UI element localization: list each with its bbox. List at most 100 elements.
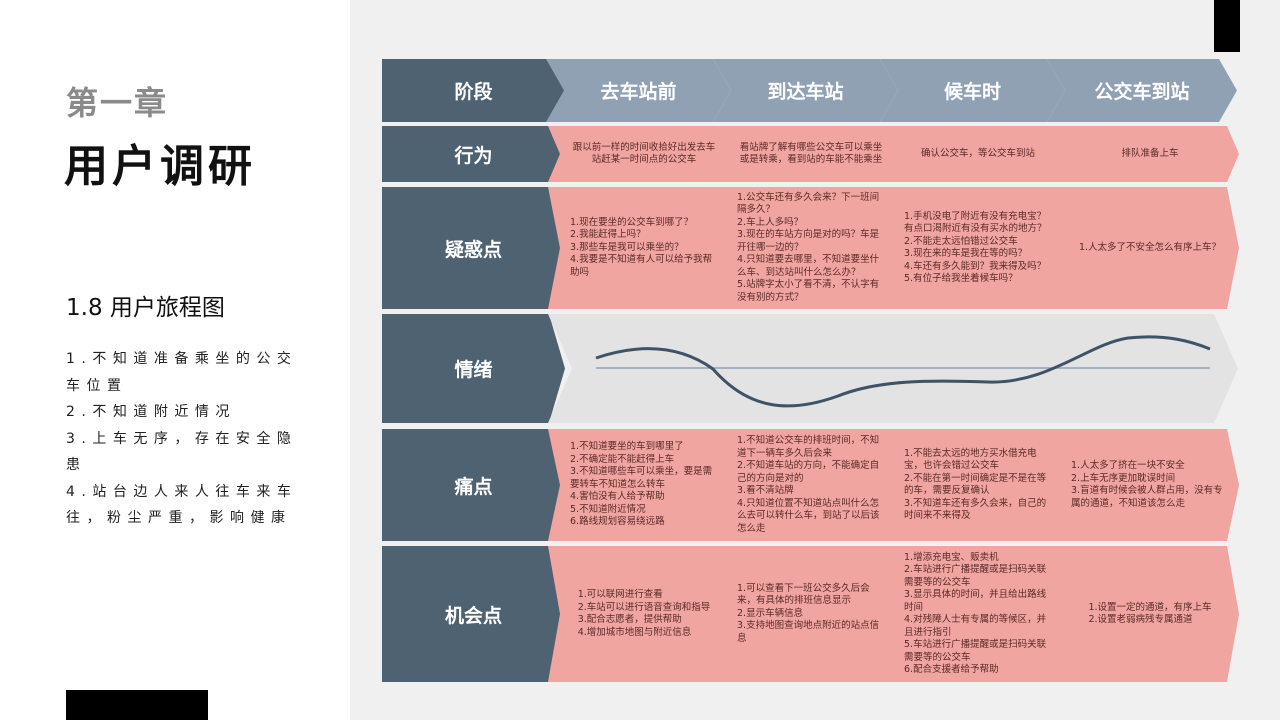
cell-item: 3.不知道哪些车可以乘坐，要是需要转车不知道怎么转车 [570, 466, 713, 490]
cell-item: 1.手机没电了附近有没有充电宝？有点口渴附近有没有买水的地方？ [904, 210, 1047, 234]
cell-item: 1.增添充电宝、贩卖机 [904, 551, 999, 563]
row-label: 疑惑点 [382, 187, 565, 309]
emotion-curve [596, 337, 1210, 406]
cell-item: 2.显示车辆信息 [737, 607, 804, 619]
emotion-band [548, 314, 1238, 423]
cell-item: 4.害怕没有人给予帮助 [570, 491, 665, 503]
journey-cell: 排队准备上车 [1049, 126, 1239, 182]
journey-cell: 看站牌了解有哪些公交车可以乘坐或是转乘，看到站的车能不能乘坐 [715, 126, 895, 182]
cell-list: 跟以前一样的时间收拾好出发去车站赶某一时间点的公交车 [570, 142, 718, 167]
row-label: 痛点 [382, 429, 565, 541]
journey-cell: 1.手机没电了附近有没有充电宝？有点口渴附近有没有买水的地方？2.不能走太远怕错… [882, 187, 1062, 309]
cell-item: 2.我能赶得上吗？ [570, 229, 646, 241]
cell-item: 4.对残障人士有专属的等候区，并且进行指引 [904, 614, 1047, 638]
stage-header: 去车站前 [546, 59, 731, 122]
stage-header: 候车时 [880, 59, 1065, 122]
cell-item: 2.车站进行广播提醒或是扫码关联需要等的公交车 [904, 564, 1047, 588]
cell-item: 4.只知道位置不知道站点叫什么怎么去可以转什么车，到站了以后该怎么走 [737, 497, 880, 534]
cell-item: 看站牌了解有哪些公交车可以乘坐或是转乘，看到站的车能不能乘坐 [739, 141, 883, 165]
cell-item: 2.设置老弱病残专属通道 [1088, 614, 1193, 625]
cell-item: 4.我要是不知道有人可以给予我帮助吗 [570, 254, 713, 278]
cell-item: 排队准备上车 [1121, 147, 1179, 159]
finding-item: 4.站台边人来人往车来车往，粉尘严重，影响健康 [66, 483, 298, 527]
chapter-label: 第一章 [66, 84, 169, 122]
cell-item: 5.不知道附近情况 [570, 503, 646, 515]
cell-item: 4.只知道要去哪里，不知道要坐什么车、到达站叫什么怎么办？ [737, 254, 880, 278]
cell-list: 看站牌了解有哪些公交车可以乘坐或是转乘，看到站的车能不能乘坐 [737, 142, 885, 167]
findings-list: 1.不知道准备乘坐的公交车位置 2.不知道附近情况 3.上车无序，存在安全隐患 … [66, 346, 316, 532]
cell-item: 跟以前一样的时间收拾好出发去车站赶某一时间点的公交车 [572, 141, 716, 165]
row-label: 行为 [382, 126, 565, 182]
cell-item: 1.人太多了不安全怎么有序上车？ [1078, 241, 1222, 253]
stage-label: 阶段 [382, 59, 565, 122]
cell-item: 3.那些车是我可以乘坐的？ [570, 241, 684, 253]
cell-list: 1.人太多了不安全怎么有序上车？ [1079, 242, 1221, 255]
finding-item: 3.上车无序，存在安全隐患 [66, 430, 298, 474]
cell-item: 1.公交车还有多久会来？下一班间隔多久？ [737, 191, 880, 216]
cell-list: 1.公交车还有多久会来？下一班间隔多久？2.车上人多吗？3.现在的车站方向是对的… [737, 192, 885, 305]
cell-item: 1.设置一定的通道，有序上车 [1088, 601, 1212, 613]
cell-item: 3.盲道有时候会被人群占用，没有专属的通道，不知道该怎么走 [1071, 485, 1223, 509]
cell-item: 2.不能走太远怕错过公交车 [904, 235, 1018, 247]
journey-cell: 1.公交车还有多久会来？下一班间隔多久？2.车上人多吗？3.现在的车站方向是对的… [715, 187, 895, 309]
journey-cell: 1.现在要坐的公交车到哪了？2.我能赶得上吗？3.那些车是我可以乘坐的？4.我要… [548, 187, 728, 309]
cell-item: 4.车还有多久能到？我来得及吗？ [904, 260, 1047, 272]
cell-item: 2.上车无序更加耽误时间 [1071, 472, 1176, 484]
cell-item: 1.不知道要坐的车到哪里了 [570, 441, 684, 453]
stage-header: 公交车到站 [1047, 59, 1237, 122]
cell-item: 1.不能去太远的地方买水借充电宝，也许会错过公交车 [904, 447, 1037, 471]
row-label: 情绪 [382, 314, 565, 423]
cell-item: 确认公交车，等公交车到站 [920, 147, 1035, 159]
decor-bar-top [1214, 0, 1240, 52]
cell-item: 3.显示具体的时间，并且给出路线时间 [904, 589, 1047, 613]
journey-cell: 跟以前一样的时间收拾好出发去车站赶某一时间点的公交车 [548, 126, 728, 182]
cell-item: 1.可以查看下一班公交多久后会来，有具体的排班信息显示 [737, 582, 870, 607]
cell-item: 2.不能在第一时间确定是不是在等的车，需要反复确认 [904, 472, 1047, 496]
cell-item: 6.路线规划容易绕远路 [570, 516, 665, 528]
decor-bar-bottom [66, 690, 208, 720]
cell-item: 2.车上人多吗？ [737, 216, 804, 228]
cell-list: 排队准备上车 [1121, 148, 1178, 161]
cell-item: 4.增加城市地图与附近信息 [577, 626, 692, 638]
cell-list: 1.现在要坐的公交车到哪了？2.我能赶得上吗？3.那些车是我可以乘坐的？4.我要… [570, 217, 718, 280]
finding-item: 1.不知道准备乘坐的公交车位置 [66, 351, 298, 394]
journey-cell: 确认公交车，等公交车到站 [882, 126, 1062, 182]
cell-list: 1.手机没电了附近有没有充电宝？有点口渴附近有没有买水的地方？2.不能走太远怕错… [904, 211, 1052, 286]
cell-item: 5.车站进行广播提醒或是扫码关联需要等的公交车 [904, 639, 1047, 663]
cell-item: 6.配合支援者给予帮助 [904, 664, 999, 675]
cell-item: 5.站牌字太小了看不清，不认字有没有别的方式？ [737, 279, 880, 303]
emotion-curve-chart [548, 314, 1238, 423]
cell-item: 3.看不清站牌 [737, 485, 794, 496]
cell-item: 1.可以联网进行查看 [577, 589, 663, 600]
section-title: 1.8 用户旅程图 [66, 295, 225, 321]
cell-item: 1.现在要坐的公交车到哪了？ [570, 216, 694, 228]
cell-item: 3.配合志愿者，提供帮助 [577, 614, 682, 625]
cell-list: 确认公交车，等公交车到站 [921, 148, 1035, 161]
cell-item: 2.车站可以进行语音查询和指导 [577, 601, 711, 613]
row-label: 机会点 [382, 546, 565, 682]
page-title: 用户调研 [64, 141, 256, 192]
stage-header: 到达车站 [713, 59, 898, 122]
cell-item: 2.不知道车站的方向，不能确定自己的方向是对的 [737, 460, 880, 484]
finding-item: 2.不知道附近情况 [66, 404, 236, 420]
cell-item: 3.现在来的车是我在等的吗？ [904, 248, 1028, 259]
cell-item: 1.不知道公交车的排班时间，不知道下一辆车多久后会来 [737, 435, 880, 459]
cell-item: 3.不知道车还有多久会来，自己的时间来不来得及 [904, 497, 1047, 521]
cell-item: 1.人太多了挤在一块不安全 [1071, 460, 1185, 471]
cell-item: 2.不确定能不能赶得上车 [570, 453, 675, 465]
